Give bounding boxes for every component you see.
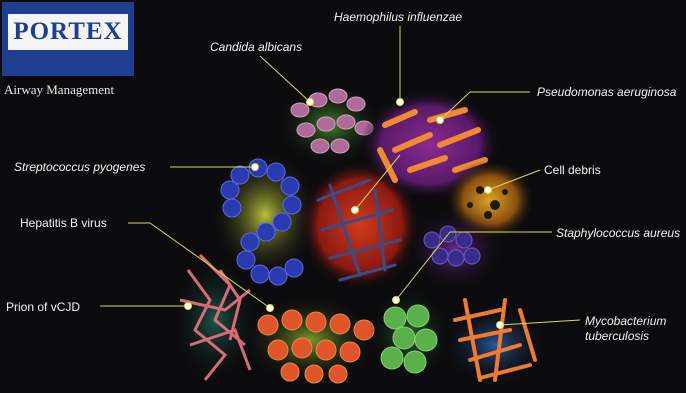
tagline: Airway Management [4,82,114,98]
label-pseudomonas: Pseudomonas aeruginosa [537,85,676,99]
label-cell-debris: Cell debris [544,163,601,177]
portex-logo: PORTEX [2,2,134,76]
dot-staphylococcus [393,297,400,304]
label-hepatitis: Hepatitis B virus [20,216,107,230]
dot-pseudomonas [437,117,444,124]
label-mycobacterium-1: Mycobacterium [585,314,666,328]
dot-mycobacterium [497,322,504,329]
dot-center [352,207,359,214]
label-candida: Candida albicans [210,40,302,54]
dot-cell-debris [485,187,492,194]
logo-text: PORTEX [13,18,122,46]
dot-candida [307,99,314,106]
label-prion: Prion of vCJD [6,300,80,314]
staphylococcus-cluster [405,208,505,292]
hepatitis-cluster [240,295,380,385]
leader-candida [260,56,310,102]
dot-haemophilus [397,99,404,106]
label-mycobacterium-2: tuberculosis [585,329,649,343]
label-haemophilus: Haemophilus influenzae [334,10,462,24]
dot-streptococcus [252,164,259,171]
dot-prion [185,303,192,310]
dot-hepatitis [267,305,274,312]
green-cluster [368,287,452,383]
label-staphylococcus: Staphylococcus aureus [556,226,680,240]
label-streptococcus: Streptococcus pyogenes [14,160,145,174]
logo-plate: PORTEX [8,14,128,50]
mycobacterium-cluster [440,300,550,387]
